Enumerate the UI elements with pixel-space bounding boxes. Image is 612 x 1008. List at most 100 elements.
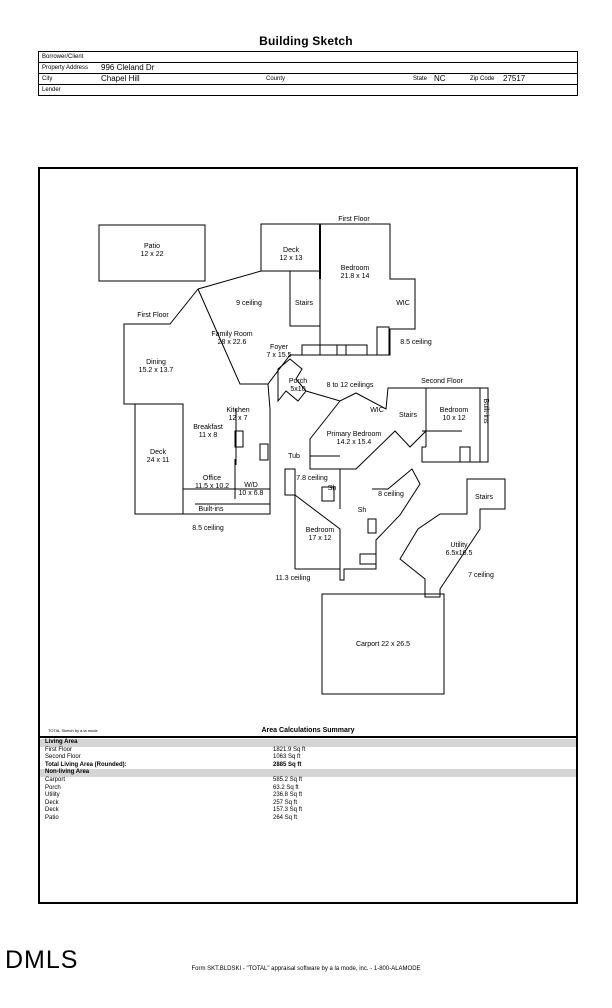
page-title: Building Sketch bbox=[259, 34, 353, 48]
deck-left-outline bbox=[134, 403, 184, 515]
porch-label: Porch bbox=[289, 378, 307, 385]
summary-row-label: First Floor bbox=[45, 746, 72, 753]
sketch-credit: TOTAL Sketch by a la mode bbox=[48, 728, 98, 733]
builtins-bottom-label: Built-ins bbox=[199, 506, 224, 513]
ceiling-8-label: 8 ceiling bbox=[378, 491, 404, 498]
address-row: Property Address 996 Cleland Dr bbox=[39, 63, 577, 74]
builtins-right-label: Built-ins bbox=[482, 399, 489, 424]
summary-row-label: Carport bbox=[45, 776, 66, 783]
stairs-mid-label: Stairs bbox=[399, 412, 417, 419]
tub-label: Tub bbox=[288, 453, 300, 460]
summary-row: Carport 585.2 Sq ft bbox=[40, 777, 576, 785]
first-floor-top-label: First Floor bbox=[338, 216, 370, 223]
summary-row-label: Utility bbox=[45, 792, 60, 799]
summary-row-value: 264 Sq ft bbox=[273, 814, 298, 821]
breakfast-label: Breakfast bbox=[193, 424, 223, 431]
ceiling-8-12-label: 8 to 12 ceilings bbox=[327, 382, 374, 389]
summary-row: Patio 264 Sq ft bbox=[40, 815, 576, 823]
ceiling-113-label: 11.3 ceiling bbox=[276, 575, 311, 582]
first-floor-left-label: First Floor bbox=[137, 312, 169, 319]
deck-left-dim: 24 x 11 bbox=[147, 457, 170, 464]
first-floor-left-outline bbox=[123, 288, 199, 405]
summary-row-value: 585.2 Sq ft bbox=[273, 776, 303, 783]
office-label: Office bbox=[203, 475, 221, 482]
primary-bedroom-outline bbox=[305, 387, 427, 509]
summary-header: TOTAL Sketch by a la mode Area Calculati… bbox=[42, 726, 574, 736]
deck-left-label: Deck bbox=[150, 449, 166, 456]
bedroom-lower-outline bbox=[294, 468, 421, 581]
zip-value: 27517 bbox=[503, 74, 526, 83]
ceiling-85-left-label: 8.5 ceiling bbox=[192, 525, 224, 532]
summary-row: Utility 236.8 Sq ft bbox=[40, 792, 576, 800]
summary-row: Total Living Area (Rounded): 2885 Sq ft bbox=[40, 762, 576, 770]
breakfast-dim: 11 x 8 bbox=[199, 432, 218, 439]
address-value: 996 Cleland Dr bbox=[101, 63, 155, 72]
summary-row-value: 236.8 Sq ft bbox=[273, 792, 303, 799]
ceiling-85-right-label: 8.5 ceiling bbox=[400, 339, 432, 346]
carport-outline bbox=[321, 593, 445, 695]
family-room-dim: 28 x 22.6 bbox=[218, 339, 247, 346]
primary-bedroom-label: Primary Bedroom bbox=[327, 431, 382, 438]
stairs-lower-label: Stairs bbox=[475, 494, 493, 501]
floor-plan: Patio 12 x 22 Deck 12 x 13 First Floor B… bbox=[98, 216, 506, 695]
wd-label: W/D bbox=[244, 482, 258, 489]
ceiling-7-label: 7 ceiling bbox=[468, 572, 494, 579]
sh1-label: Sh bbox=[328, 485, 337, 492]
kitchen-label: Kitchen bbox=[226, 407, 249, 414]
bedroom-upper-label: Bedroom bbox=[440, 407, 469, 414]
primary-bedroom-dim: 14.2 x 15.4 bbox=[337, 439, 372, 446]
bedroom-lower-label: Bedroom bbox=[306, 527, 335, 534]
second-floor-outline bbox=[388, 387, 489, 463]
second-floor-label: Second Floor bbox=[421, 378, 463, 385]
summary-title: Area Calculations Summary bbox=[261, 727, 355, 734]
utility-outline bbox=[399, 478, 506, 598]
summary-row-value: 2885 Sq ft bbox=[273, 761, 302, 768]
summary-row-label: Patio bbox=[45, 814, 59, 821]
ceiling-9-label: 9 ceiling bbox=[236, 300, 262, 307]
family-room-label: Family Room bbox=[211, 331, 252, 338]
summary-row-label: Non-living Area bbox=[45, 769, 90, 776]
summary-row-label: Porch bbox=[45, 784, 61, 791]
summary-row-label: Total Living Area (Rounded): bbox=[45, 761, 127, 768]
summary-row: Porch 63.2 Sq ft bbox=[40, 785, 576, 793]
summary-row-value: 63.2 Sq ft bbox=[273, 784, 299, 791]
foyer-dim: 7 x 15.5 bbox=[267, 352, 292, 359]
bedroom-upper-dim: 10 x 12 bbox=[443, 415, 466, 422]
wic-mid-label: WIC bbox=[370, 407, 384, 414]
city-value: Chapel Hill bbox=[101, 74, 140, 83]
state-label: State bbox=[413, 76, 428, 82]
bedroom-main-dim: 21.8 x 14 bbox=[341, 273, 370, 280]
dining-dim: 15.2 x 13.7 bbox=[139, 367, 174, 374]
zip-label: Zip Code bbox=[470, 76, 495, 82]
state-value: NC bbox=[434, 74, 446, 83]
wd-dim: 10 x 6.8 bbox=[239, 490, 264, 497]
deck-top-label: Deck bbox=[283, 247, 299, 254]
summary-section-row: Non-living Area bbox=[40, 769, 576, 777]
bedroom-lower-dim: 17 x 12 bbox=[309, 535, 332, 542]
summary-row-value: 257 Sq ft bbox=[273, 799, 298, 806]
patio-outline bbox=[98, 224, 206, 282]
summary-divider bbox=[40, 736, 576, 738]
summary-row-label: Deck bbox=[45, 807, 59, 814]
sketch-frame: Patio 12 x 22 Deck 12 x 13 First Floor B… bbox=[38, 167, 578, 904]
city-label: City bbox=[42, 76, 53, 82]
summary-row-label: Second Floor bbox=[45, 754, 81, 761]
ceiling-78-label: 7.8 ceiling bbox=[296, 475, 328, 482]
borrower-row: Borrower/Client bbox=[39, 52, 577, 63]
office-dim: 11.5 x 10.2 bbox=[195, 483, 229, 490]
property-info-table: Borrower/Client Property Address 996 Cle… bbox=[38, 51, 578, 96]
foyer-label: Foyer bbox=[270, 344, 289, 351]
summary-row-label: Living Area bbox=[45, 739, 78, 745]
wic-top-label: WIC bbox=[396, 300, 410, 307]
bedroom-main-outline bbox=[319, 223, 416, 356]
summary-row: Deck 157.3 Sq ft bbox=[40, 807, 576, 815]
summary-row: Deck 257 Sq ft bbox=[40, 800, 576, 808]
carport-label: Carport 22 x 26.5 bbox=[356, 641, 410, 648]
lender-row: Lender bbox=[39, 85, 577, 95]
sh2-label: Sh bbox=[358, 507, 367, 514]
summary-row-value: 157.3 Sq ft bbox=[273, 807, 303, 814]
summary-row-label: Deck bbox=[45, 799, 59, 806]
